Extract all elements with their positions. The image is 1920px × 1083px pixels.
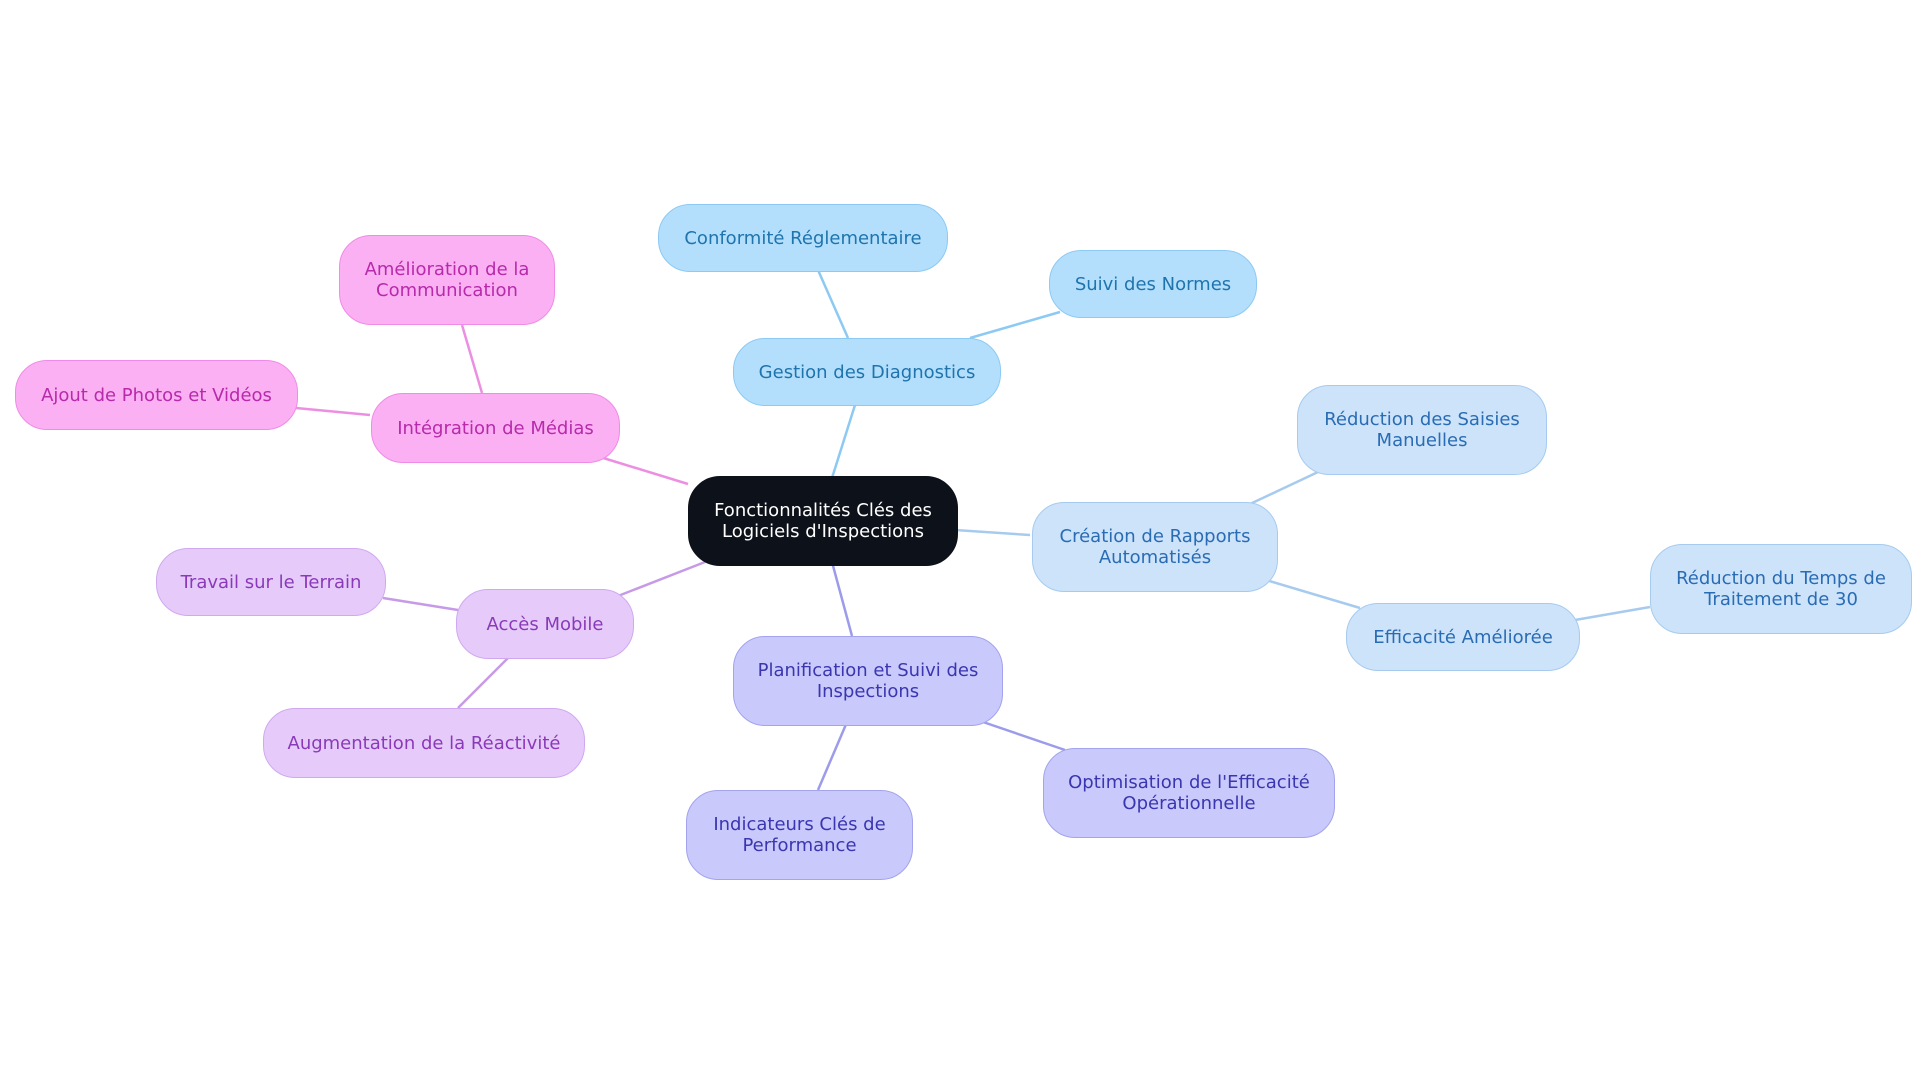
branch-node-medias: Intégration de Médias bbox=[371, 393, 620, 463]
leaf-node-diag-normes: Suivi des Normes bbox=[1049, 250, 1257, 318]
edge-med-c1 bbox=[460, 324, 484, 394]
edge-central-diag bbox=[830, 404, 857, 479]
leaf-node-diag-conformite: Conformité Réglementaire bbox=[658, 204, 948, 272]
edge-rap-c2-1 bbox=[1574, 605, 1651, 622]
edge-med-c2 bbox=[295, 406, 371, 417]
edge-central-mob bbox=[617, 560, 706, 598]
leaf-node-rap-saisies: Réduction des Saisies Manuelles bbox=[1297, 385, 1547, 475]
central-node: Fonctionnalités Clés des Logiciels d'Ins… bbox=[688, 476, 958, 566]
leaf-node-mob-reactivite: Augmentation de la Réactivité bbox=[263, 708, 585, 778]
leaf-node-rap-temps: Réduction du Temps de Traitement de 30 bbox=[1650, 544, 1912, 634]
edge-mob-c2 bbox=[457, 657, 509, 709]
branch-node-mobile: Accès Mobile bbox=[456, 589, 634, 659]
leaf-node-plan-indicateurs: Indicateurs Clés de Performance bbox=[686, 790, 913, 880]
branch-node-planification: Planification et Suivi des Inspections bbox=[733, 636, 1003, 726]
branch-node-diag: Gestion des Diagnostics bbox=[733, 338, 1001, 406]
branch-node-rapports: Création de Rapports Automatisés bbox=[1032, 502, 1278, 592]
edge-central-med bbox=[599, 455, 689, 486]
edge-rap-c1 bbox=[1249, 470, 1319, 506]
leaf-node-plan-optimisation: Optimisation de l'Efficacité Opérationne… bbox=[1043, 748, 1335, 838]
leaf-node-mob-terrain: Travail sur le Terrain bbox=[156, 548, 386, 616]
edge-rap-c2 bbox=[1265, 578, 1361, 610]
edge-diag-c2 bbox=[969, 310, 1061, 340]
edge-mob-c1 bbox=[382, 596, 459, 612]
edge-plan-c2 bbox=[816, 721, 849, 791]
edge-diag-c1 bbox=[816, 269, 850, 339]
leaf-node-med-photos: Ajout de Photos et Vidéos bbox=[15, 360, 298, 430]
leaf-node-rap-efficacite: Efficacité Améliorée bbox=[1346, 603, 1580, 671]
edge-central-rap bbox=[954, 528, 1031, 537]
leaf-node-med-communication: Amélioration de la Communication bbox=[339, 235, 555, 325]
edge-plan-c1 bbox=[982, 720, 1066, 752]
edge-central-plan bbox=[830, 561, 854, 637]
